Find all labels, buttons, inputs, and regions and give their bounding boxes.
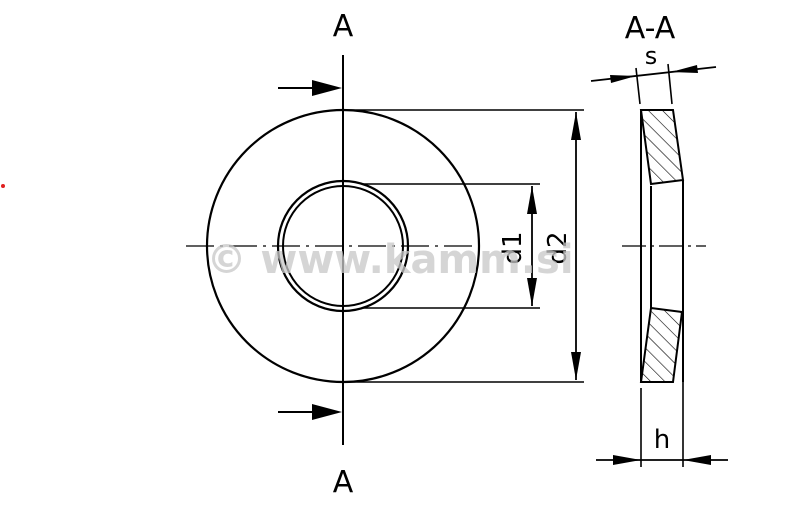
bottom-section-hatch <box>639 306 684 383</box>
dimension-label-d1: d1 <box>498 231 528 264</box>
section-label-top: A <box>333 9 354 44</box>
dimension-label-s: s <box>645 42 658 70</box>
section-label-bottom: A <box>333 465 354 500</box>
top-section-hatch <box>639 109 685 186</box>
dimension-label-d2: d2 <box>543 231 573 264</box>
front-view <box>186 55 584 445</box>
section-view <box>590 63 728 467</box>
watermark: © www.kamm.si <box>206 237 573 283</box>
section-view-title: A-A <box>625 11 676 46</box>
dimension-label-h: h <box>654 425 670 455</box>
red-marker <box>1 184 5 188</box>
